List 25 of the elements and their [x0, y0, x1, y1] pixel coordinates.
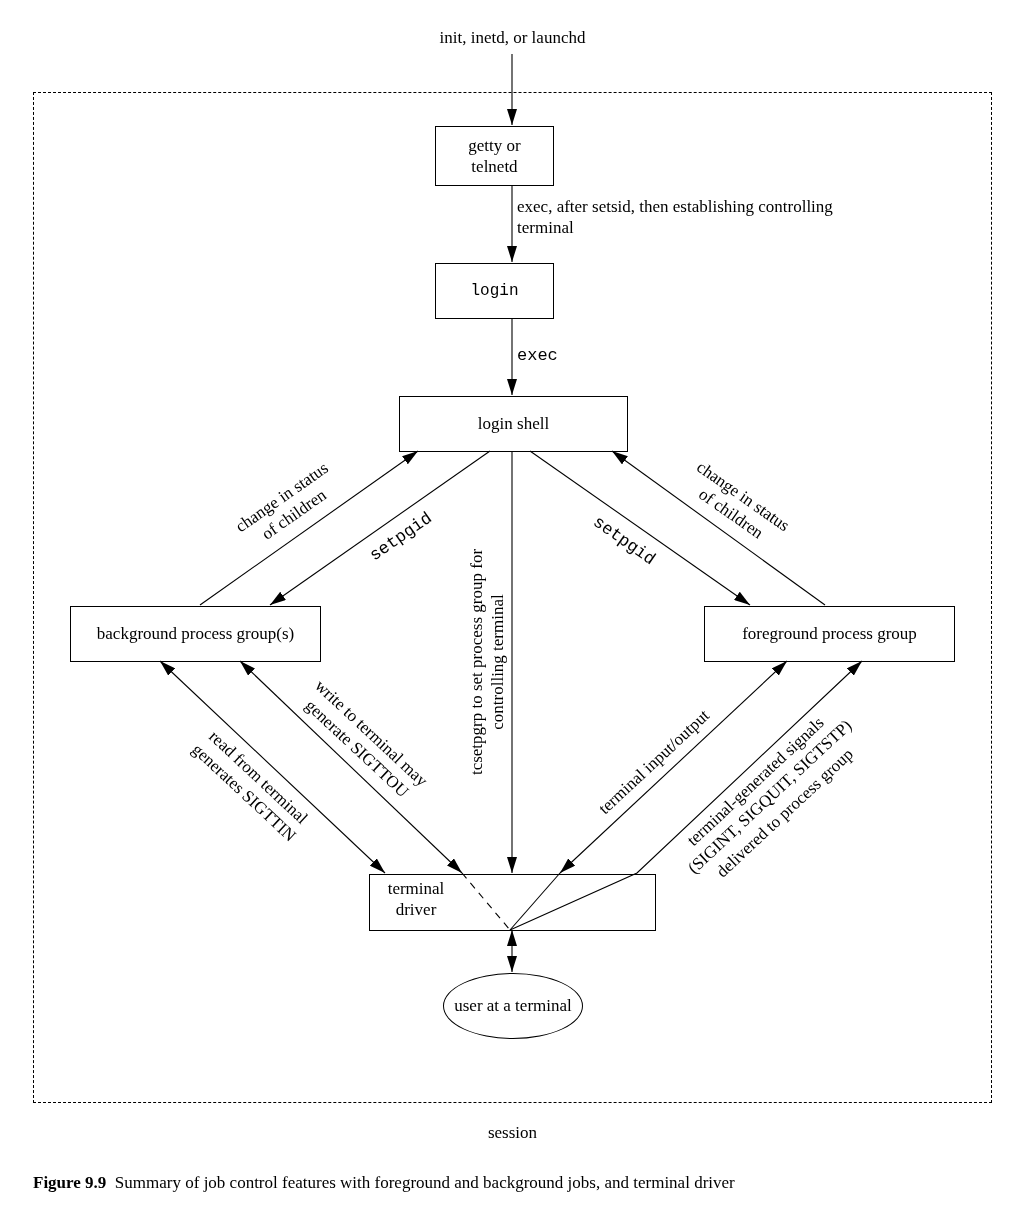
arrow [269, 450, 491, 606]
arrow [529, 450, 751, 606]
arrow [507, 929, 517, 973]
process-box: getty or telnetd [435, 126, 554, 186]
boundary-label: session [486, 1122, 539, 1144]
process-box: foreground process group [704, 606, 955, 662]
edge-label: exec, after setsid, then establishing controlling terminal [517, 196, 834, 239]
arrow [507, 317, 517, 396]
edge-label: tcsetpgrp to set process group for controlling terminal [465, 547, 508, 778]
figure-caption: Figure 9.9 Summary of job control features with foreground and background jobs, and terminal driver [33, 1172, 736, 1194]
arrow [509, 660, 863, 931]
arrow [611, 450, 826, 606]
arrow [507, 53, 517, 126]
arrow [559, 660, 788, 874]
edge-label: exec [517, 345, 559, 367]
process-box: background process group(s) [70, 606, 321, 662]
driver-box: terminal driver [369, 874, 656, 931]
arrow [199, 450, 419, 606]
arrow [507, 184, 517, 263]
process-box: login shell [399, 396, 628, 452]
arrow [239, 660, 463, 874]
arrow [159, 660, 386, 874]
source-text: init, inetd, or launchd [385, 22, 640, 54]
process-box: login [435, 263, 554, 319]
arrow [507, 450, 517, 874]
